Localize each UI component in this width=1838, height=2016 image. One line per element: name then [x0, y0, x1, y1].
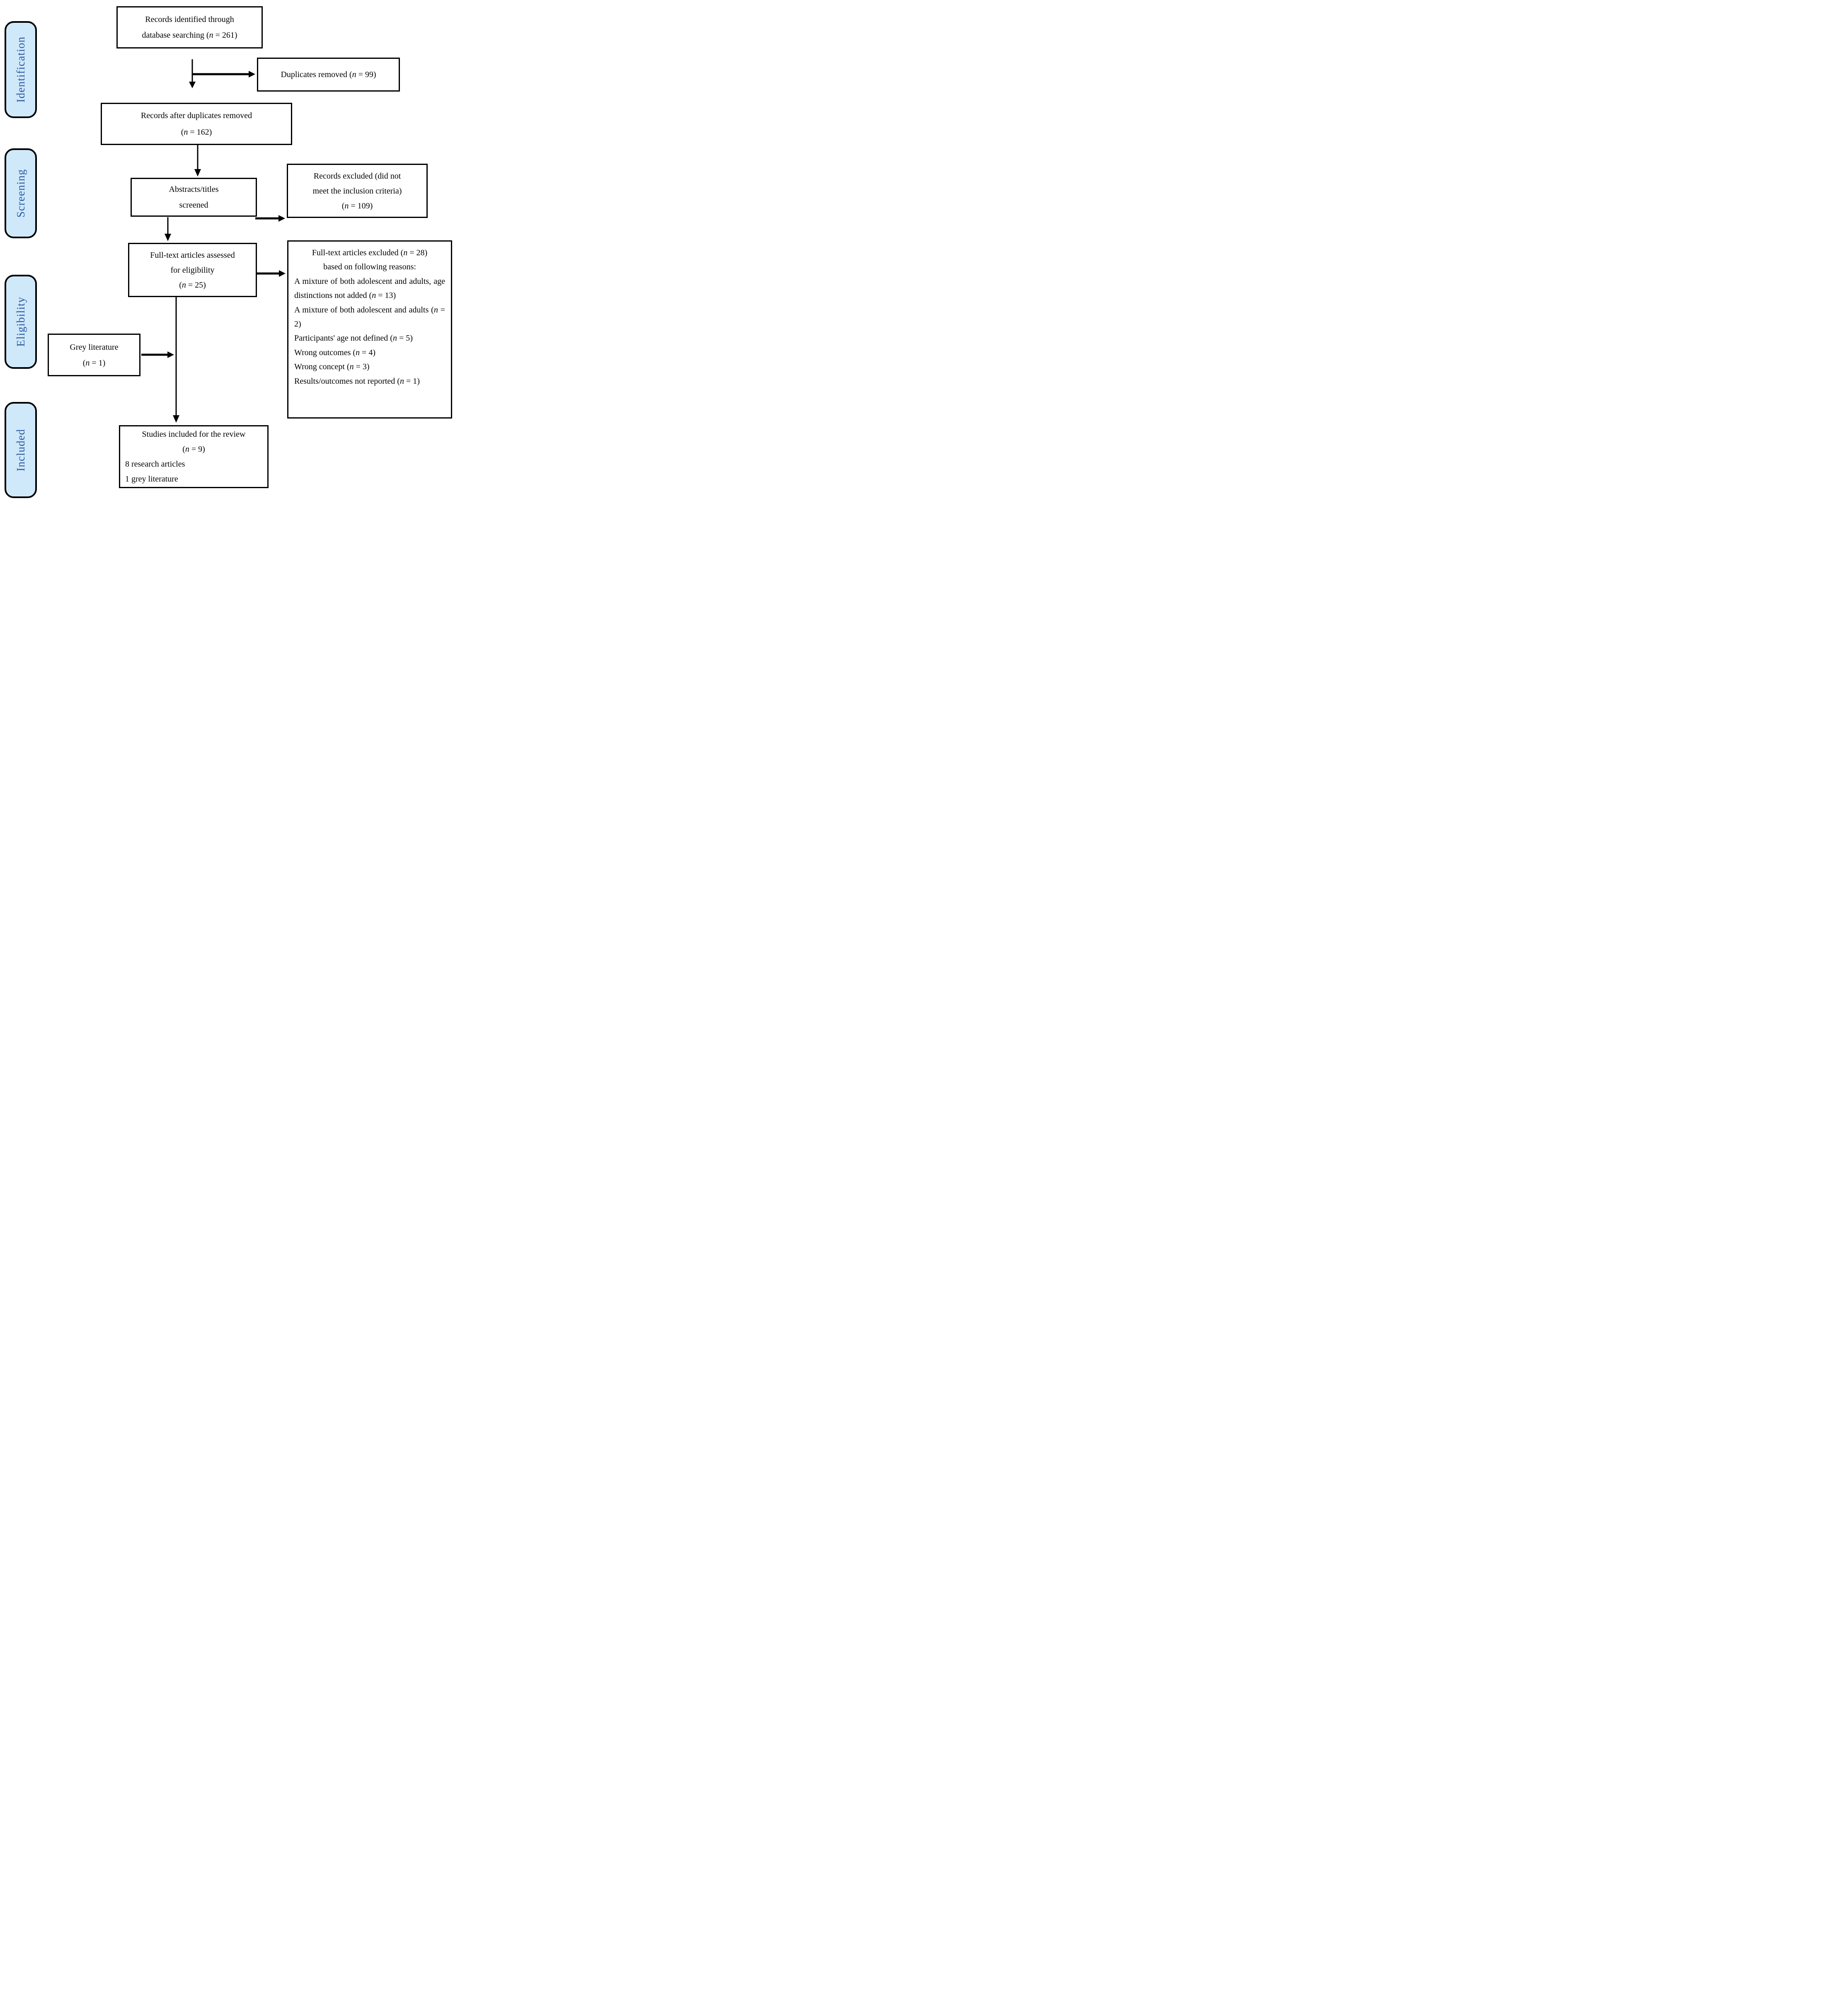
- stage-label-identification: Identification: [5, 21, 37, 118]
- arrow-after-to-abstracts: [194, 145, 201, 177]
- box-duplicates-removed: Duplicates removed (n = 99): [257, 58, 400, 92]
- abstracts-screened-line2: screened: [179, 201, 208, 210]
- full-text-excluded-title1: Full-text articles excluded (n = 28): [312, 248, 428, 257]
- stage-label-eligibility: Eligibility: [5, 275, 37, 369]
- duplicates-removed-text: Duplicates removed (n = 99): [281, 70, 376, 79]
- exclusion-reason: A mixture of both adolescent and adults …: [294, 305, 445, 329]
- records-excluded-line2: meet the inclusion criteria): [312, 186, 402, 196]
- arrow-identified-to-after: [189, 59, 196, 88]
- arrow-grey-to-line: [141, 351, 174, 358]
- full-text-line2: for eligibility: [170, 265, 215, 275]
- arrow-to-fulltext-excluded: [257, 270, 286, 277]
- grey-literature-line2: (n = 1): [82, 358, 106, 368]
- included-line2: (n = 9): [182, 445, 205, 454]
- included-line3: 8 research articles: [125, 460, 185, 469]
- stage-label-included-text: Included: [14, 428, 27, 472]
- full-text-line1: Full-text articles assessed: [150, 250, 235, 260]
- stage-label-screening-text: Screening: [14, 169, 27, 218]
- exclusion-reason: A mixture of both adolescent and adults,…: [294, 276, 445, 300]
- exclusion-reason: Wrong outcomes (n = 4): [294, 348, 375, 357]
- records-excluded-line1: Records excluded (did not: [313, 171, 401, 181]
- exclusion-reason: Wrong concept (n = 3): [294, 362, 370, 372]
- full-text-excluded-title2: based on following reasons:: [323, 262, 416, 272]
- flow-arrows: [141, 59, 286, 423]
- box-studies-included: Studies included for the review (n = 9) …: [119, 425, 269, 488]
- exclusion-reason: Results/outcomes not reported (n = 1): [294, 376, 420, 386]
- box-records-excluded: Records excluded (did not meet the inclu…: [287, 164, 428, 218]
- arrow-fulltext-to-included: [173, 297, 179, 423]
- prisma-flow-diagram: Identification Screening Eligibility Inc…: [0, 0, 460, 504]
- records-identified-line1: Records identified through: [145, 15, 234, 24]
- box-records-identified: Records identified through database sear…: [116, 6, 263, 48]
- grey-literature-line1: Grey literature: [70, 342, 119, 352]
- box-abstracts-screened: Abstracts/titles screened: [131, 178, 257, 217]
- stage-label-identification-text: Identification: [14, 36, 27, 103]
- box-full-text-excluded: Full-text articles excluded (n = 28) bas…: [287, 240, 452, 419]
- box-full-text-assessed: Full-text articles assessed for eligibil…: [128, 243, 257, 297]
- stage-label-included: Included: [5, 402, 37, 498]
- records-excluded-line3: (n = 109): [341, 201, 373, 211]
- included-line4: 1 grey literature: [125, 474, 178, 484]
- records-identified-line2: database searching (n = 261): [142, 31, 237, 40]
- stage-label-eligibility-text: Eligibility: [14, 297, 27, 347]
- exclusion-reason: Participants' age not defined (n = 5): [294, 334, 413, 343]
- full-text-line3: (n = 25): [179, 280, 206, 290]
- arrow-abstracts-to-fulltext: [165, 217, 171, 241]
- records-after-line2: (n = 162): [181, 128, 212, 137]
- stage-label-screening: Screening: [5, 148, 37, 238]
- box-grey-literature: Grey literature (n = 1): [48, 334, 140, 376]
- records-after-line1: Records after duplicates removed: [140, 111, 252, 120]
- arrow-to-records-excluded: [255, 215, 285, 222]
- arrow-to-duplicates: [192, 71, 255, 77]
- abstracts-screened-line1: Abstracts/titles: [169, 185, 219, 194]
- included-line1: Studies included for the review: [142, 430, 246, 439]
- box-records-after-duplicates: Records after duplicates removed (n = 16…: [101, 103, 292, 145]
